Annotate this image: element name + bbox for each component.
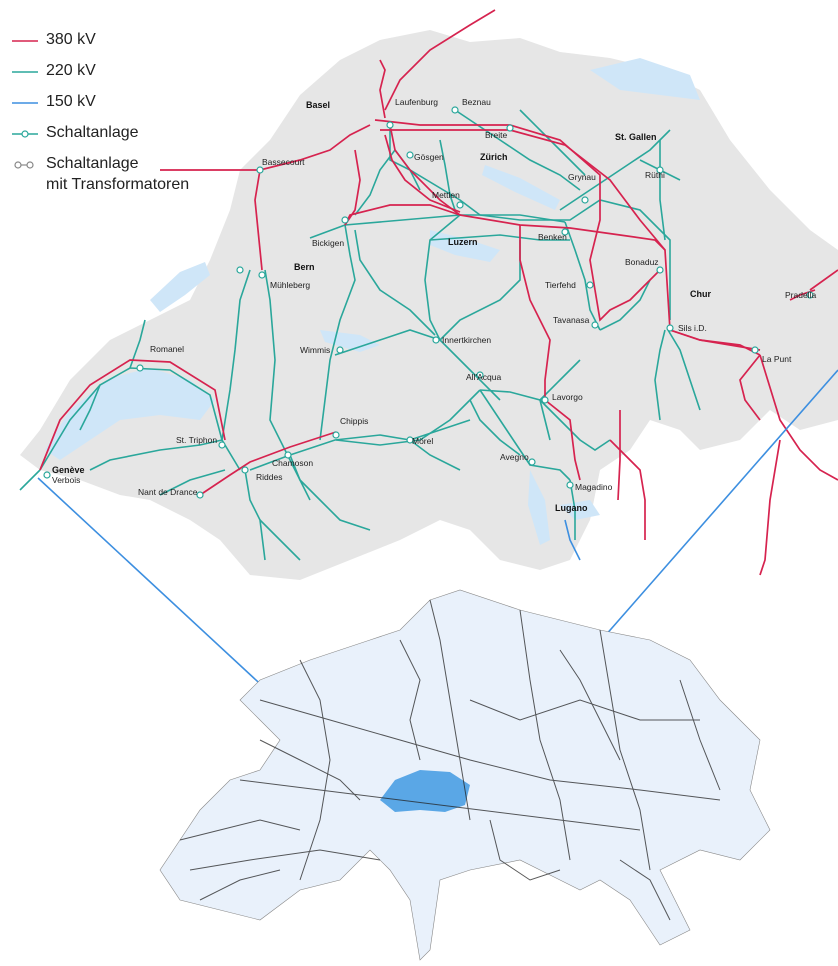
europe-grid bbox=[179, 599, 721, 921]
legend-swatch-380kv bbox=[12, 40, 38, 42]
station-laufenburg: Laufenburg bbox=[395, 97, 438, 107]
station-innertkirchen: Innertkirchen bbox=[442, 335, 491, 345]
station-breite: Breite bbox=[485, 130, 507, 140]
station-bickigen: Bickigen bbox=[312, 238, 344, 248]
lake-neuchatel bbox=[150, 262, 210, 312]
grid-380kv bbox=[39, 9, 838, 576]
station-lapunt: La Punt bbox=[762, 354, 792, 364]
station-grynau: Grynau bbox=[568, 172, 596, 182]
switch-transformer-icon bbox=[14, 161, 34, 169]
station-sils: Sils i.D. bbox=[678, 323, 707, 333]
legend-label-switch: Schaltanlage bbox=[46, 124, 139, 141]
city-stgallen: St. Gallen bbox=[615, 132, 657, 142]
station-chippis: Chippis bbox=[340, 416, 368, 426]
station-ruthi: Rüthi bbox=[645, 170, 665, 180]
city-chur: Chur bbox=[690, 289, 711, 299]
station-mettlen: Mettlen bbox=[432, 190, 460, 200]
station-bonaduz: Bonaduz bbox=[625, 257, 659, 267]
station-allacqua: All'Acqua bbox=[466, 372, 501, 382]
legend-label-switch-trafo-1: Schaltanlage bbox=[46, 155, 139, 172]
city-basel: Basel bbox=[306, 100, 330, 110]
city-zurich: Zürich bbox=[480, 152, 508, 162]
grid-150kv bbox=[564, 519, 581, 561]
station-gosgen: Gösgen bbox=[414, 152, 444, 162]
lake-geneva bbox=[45, 368, 215, 460]
station-avegno: Avegno bbox=[500, 452, 529, 462]
station-bassecourt: Bassecourt bbox=[262, 157, 305, 167]
city-geneve: Genève bbox=[52, 465, 85, 475]
europe-land bbox=[159, 589, 771, 961]
city-bern: Bern bbox=[294, 262, 315, 272]
lake-maggiore bbox=[528, 470, 550, 545]
substations bbox=[43, 106, 814, 499]
station-riddes: Riddes bbox=[256, 472, 282, 482]
station-magadino: Magadino bbox=[575, 482, 613, 492]
legend-swatch-220kv bbox=[12, 71, 38, 73]
legend-swatch-150kv bbox=[12, 102, 38, 104]
station-nantdedrance: Nant de Drance bbox=[138, 487, 198, 497]
lake-thun bbox=[320, 330, 380, 352]
station-tavanasa: Tavanasa bbox=[553, 315, 590, 325]
switch-icon bbox=[12, 130, 38, 138]
station-morel: Mörel bbox=[412, 436, 433, 446]
station-benken: Benken bbox=[538, 232, 567, 242]
city-luzern: Luzern bbox=[448, 237, 478, 247]
lake-lugano bbox=[560, 500, 600, 520]
lake-zurich bbox=[482, 165, 560, 210]
station-muhleberg: Mühleberg bbox=[270, 280, 310, 290]
station-chamoson: Chamoson bbox=[272, 458, 313, 468]
legend-label-switch-trafo-2: mit Transformatoren bbox=[46, 176, 190, 193]
legend-label-150kv: 150 kV bbox=[46, 93, 96, 110]
station-wimmis: Wimmis bbox=[300, 345, 330, 355]
lake-constance bbox=[590, 58, 700, 100]
grid-220kv bbox=[19, 109, 701, 561]
station-tierfehd: Tierfehd bbox=[545, 280, 576, 290]
city-lugano: Lugano bbox=[555, 503, 588, 513]
station-beznau: Beznau bbox=[462, 97, 491, 107]
station-sttriphon: St. Triphon bbox=[176, 435, 217, 445]
legend-label-380kv: 380 kV bbox=[46, 31, 96, 48]
station-lavorgo: Lavorgo bbox=[552, 392, 583, 402]
station-verbois: Verbois bbox=[52, 475, 80, 485]
station-romanel: Romanel bbox=[150, 344, 184, 354]
legend-label-220kv: 220 kV bbox=[46, 62, 96, 79]
switzerland-highlight bbox=[380, 770, 470, 812]
switzerland-land bbox=[20, 30, 838, 580]
station-pradella: Pradella bbox=[785, 290, 816, 300]
